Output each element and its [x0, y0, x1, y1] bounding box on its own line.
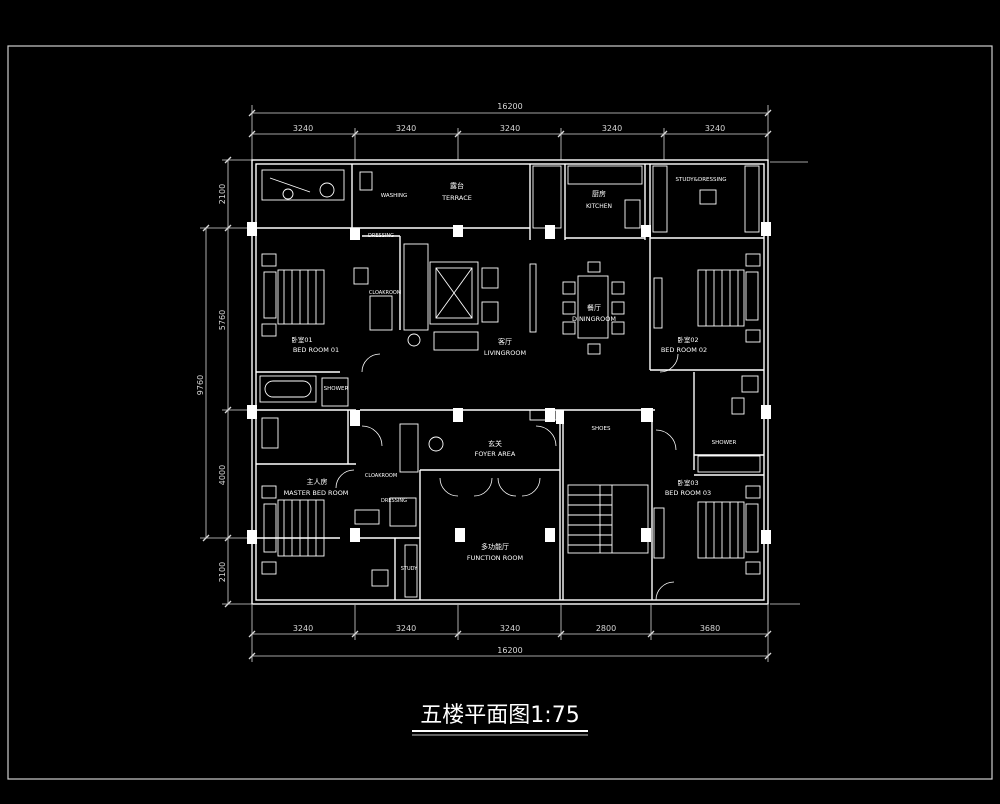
- top-dimension-4: 3240: [602, 124, 622, 133]
- bottom-total-dimension: 16200: [497, 646, 522, 655]
- left-dimension-2: 5760: [218, 310, 227, 330]
- bedroom03-label: BED ROOM 03: [665, 489, 711, 497]
- master-label: MASTER BED ROOM: [284, 489, 349, 497]
- kitchen-cn-label: 厨房: [592, 189, 606, 198]
- shower-2-label: SHOWER: [712, 440, 737, 446]
- foyer-label: FOYER AREA: [475, 450, 516, 458]
- bedroom03-cn-label: 卧室03: [677, 478, 698, 487]
- dining-label: DININGROOM: [572, 315, 616, 323]
- cloakroom-2-label: CLOAKROOM: [365, 473, 397, 479]
- master-cn-label: 主人房: [307, 477, 328, 486]
- left-dimension-4: 2100: [218, 562, 227, 582]
- left-dim-ticks: [202, 156, 232, 608]
- dressing-top-label: DRESSING: [368, 233, 394, 239]
- top-total-dimension: 16200: [497, 102, 522, 111]
- function-label: FUNCTION ROOM: [467, 554, 523, 562]
- right-extension-lines: [770, 161, 808, 605]
- door-swings: [335, 353, 679, 601]
- bottom-dimension-1: 3240: [293, 624, 313, 633]
- drawing-title: 五楼平面图1:75: [420, 703, 579, 728]
- building-walls: [251, 159, 769, 605]
- bottom-dim-ticks: [248, 630, 772, 660]
- left-dimension-1: 2100: [218, 184, 227, 204]
- terrace-cn-label: 露台: [450, 181, 464, 190]
- room-labels: 露台 TERRACE WASHING DRESSING 厨房 KITCHEN S…: [284, 177, 737, 572]
- cloakroom-1-label: CLOAKROOM: [369, 290, 401, 296]
- top-dim-ticks: [248, 109, 772, 138]
- bedroom01-label: BED ROOM 01: [293, 346, 339, 354]
- bottom-dimension-2: 3240: [396, 624, 416, 633]
- top-dimension-5: 3240: [705, 124, 725, 133]
- bedroom02-label: BED ROOM 02: [661, 346, 707, 354]
- living-cn-label: 客厅: [498, 337, 512, 346]
- drawing-frame: [7, 45, 993, 780]
- terrace-label: TERRACE: [441, 194, 472, 202]
- shoes-label: SHOES: [592, 426, 611, 432]
- bottom-dimension-5: 3680: [700, 624, 720, 633]
- dining-cn-label: 餐厅: [587, 303, 601, 312]
- living-label: LIVINGROOM: [484, 349, 526, 357]
- top-dimension-2: 3240: [396, 124, 416, 133]
- furniture: [259, 165, 761, 598]
- bedroom02-cn-label: 卧室02: [677, 335, 698, 344]
- dressing-2-label: DRESSING: [381, 498, 407, 504]
- study-label: STUDY: [401, 566, 418, 572]
- study-dressing-label: STUDY&DRESSING: [676, 177, 727, 183]
- kitchen-label: KITCHEN: [586, 203, 612, 210]
- left-dimension-3: 4000: [218, 465, 227, 485]
- left-total-dimension: 9760: [196, 375, 205, 395]
- bottom-dimension-3: 3240: [500, 624, 520, 633]
- washing-label: WASHING: [381, 193, 408, 199]
- top-dimension-1: 3240: [293, 124, 313, 133]
- foyer-cn-label: 玄关: [488, 439, 502, 448]
- shower-1-label: SHOWER: [324, 386, 349, 392]
- top-dimension-3: 3240: [500, 124, 520, 133]
- structural-columns: [247, 222, 771, 544]
- function-cn-label: 多功能厅: [481, 542, 509, 551]
- bedroom01-cn-label: 卧室01: [291, 335, 312, 344]
- bottom-dimension-4: 2800: [596, 624, 616, 633]
